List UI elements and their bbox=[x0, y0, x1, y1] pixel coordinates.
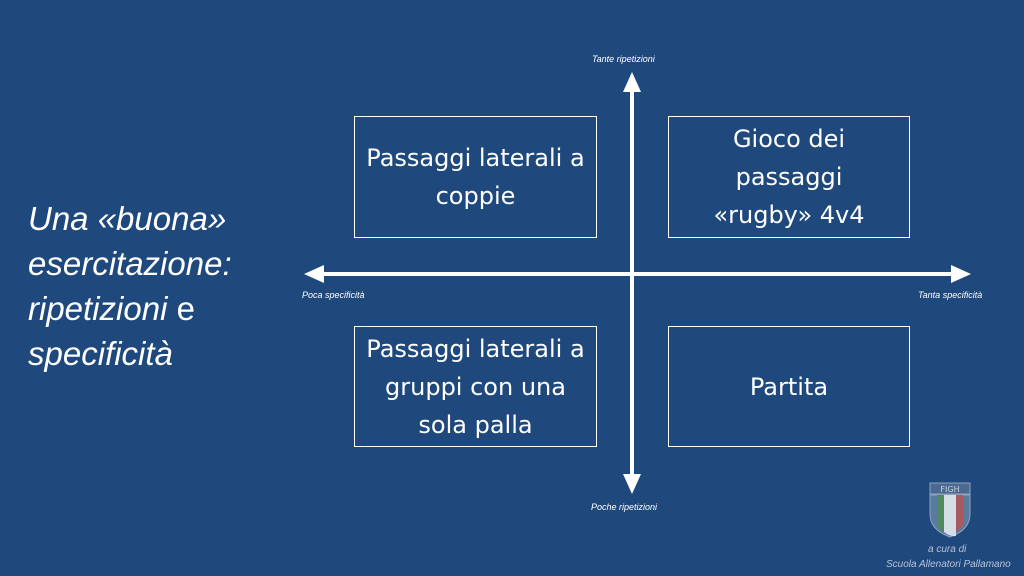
axis-label-right: Tanta specificità bbox=[918, 290, 983, 300]
quadrant-bottom-right: Partita bbox=[668, 326, 910, 447]
arrow-right-icon bbox=[951, 265, 971, 283]
title-line-2: esercitazione: bbox=[28, 245, 232, 282]
shield-icon: FIGH bbox=[929, 482, 971, 538]
title-line-1: Una «buona» bbox=[28, 200, 227, 237]
axis-label-bottom: Poche ripetizioni bbox=[591, 502, 658, 512]
title-line-3-a: ripetizioni bbox=[28, 290, 168, 327]
axis-label-top: Tante ripetizioni bbox=[592, 54, 655, 64]
credit-line-1: a cura di bbox=[928, 544, 967, 555]
arrow-down-icon bbox=[623, 474, 641, 494]
quadrant-bottom-right-text: Partita bbox=[749, 372, 829, 401]
quadrant-top-left-text: Passaggi laterali a coppie bbox=[366, 144, 585, 210]
quadrant-top-left: Passaggi laterali a coppie bbox=[354, 116, 597, 238]
quadrant-bottom-left: Passaggi laterali a gruppi con una sola … bbox=[354, 326, 597, 447]
title-line-4: specificità bbox=[28, 335, 173, 372]
arrow-left-icon bbox=[304, 265, 324, 283]
arrow-up-icon bbox=[623, 72, 641, 92]
credit-line-2: Scuola Allenatori Pallamano bbox=[886, 559, 1011, 570]
quadrant-top-right: Gioco dei passaggi «rugby» 4v4 bbox=[668, 116, 910, 238]
title-line-3-b: e bbox=[176, 290, 195, 327]
logo-text: FIGH bbox=[940, 485, 959, 494]
quadrant-top-right-text: Gioco dei passaggi «rugby» 4v4 bbox=[713, 125, 865, 229]
quadrant-bottom-left-text: Passaggi laterali a gruppi con una sola … bbox=[366, 334, 585, 439]
slide-title: Una «buona» esercitazione: ripetizioni e… bbox=[28, 196, 258, 376]
axis-label-left: Poca specificità bbox=[302, 290, 365, 300]
title-line-3: ripetizioni e bbox=[28, 286, 258, 331]
